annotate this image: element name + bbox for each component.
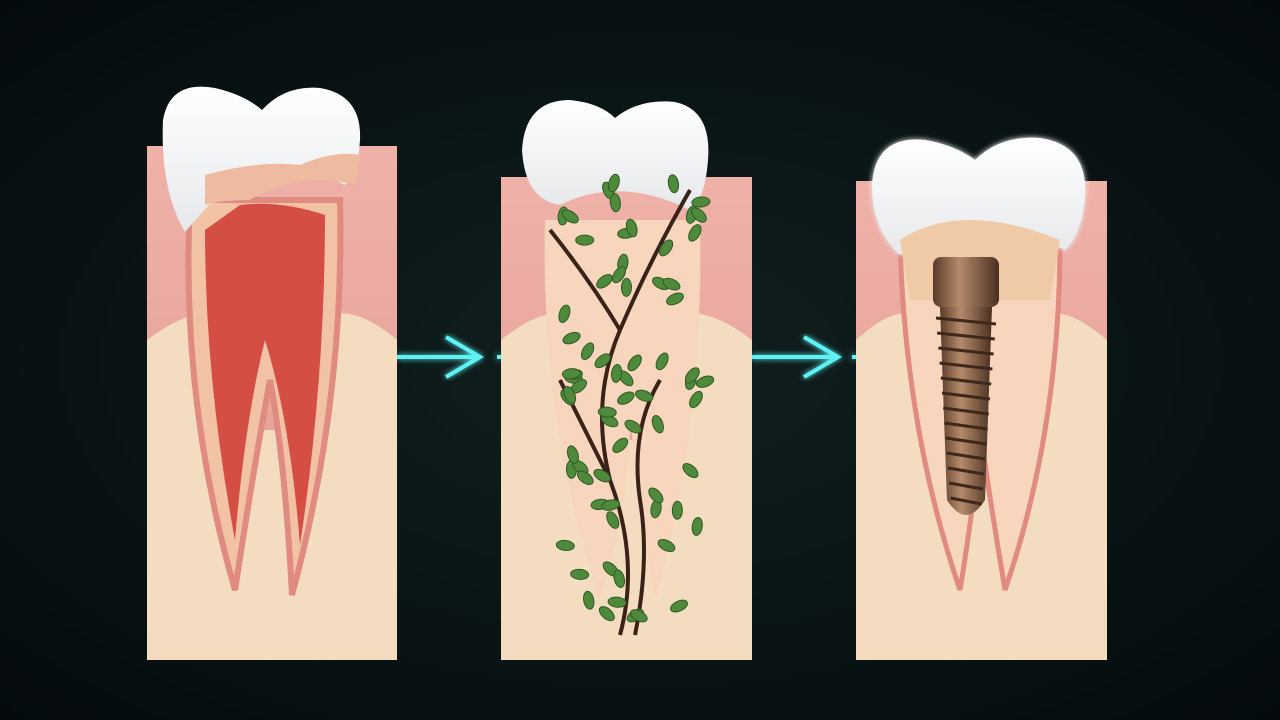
leaf bbox=[689, 390, 703, 409]
leaf bbox=[662, 277, 681, 291]
leaf bbox=[601, 499, 621, 511]
leaf bbox=[562, 331, 581, 345]
leaf bbox=[597, 406, 617, 418]
leaf bbox=[670, 599, 688, 613]
leaf bbox=[608, 173, 620, 193]
leaf bbox=[606, 511, 620, 529]
leaf bbox=[607, 596, 627, 608]
panel-infected-tooth bbox=[147, 86, 397, 660]
implant-thread bbox=[943, 406, 989, 416]
panel-regenerating-tooth bbox=[501, 100, 752, 660]
implant-thread bbox=[939, 361, 993, 371]
leaf bbox=[570, 568, 590, 580]
implant-thread bbox=[945, 436, 987, 446]
leaf bbox=[651, 415, 664, 434]
dental-implant-icon bbox=[933, 257, 999, 515]
panel-implant-tooth bbox=[856, 137, 1107, 660]
leaf bbox=[555, 539, 575, 552]
leaf bbox=[624, 419, 642, 434]
leaf bbox=[566, 445, 579, 464]
implant-thread bbox=[941, 391, 991, 401]
leaf bbox=[561, 368, 581, 380]
leaf bbox=[655, 352, 669, 371]
leaf bbox=[598, 606, 615, 622]
infected-pulp-icon bbox=[205, 203, 325, 545]
leaf bbox=[658, 239, 674, 257]
leaf bbox=[667, 174, 680, 194]
leaf bbox=[594, 353, 611, 369]
leaf bbox=[688, 224, 702, 242]
leaf bbox=[613, 569, 626, 588]
leaf bbox=[630, 609, 648, 623]
implant-thread bbox=[948, 481, 984, 491]
implant-thread bbox=[950, 496, 982, 506]
leaf bbox=[625, 218, 638, 238]
implant-thread bbox=[947, 466, 985, 476]
leaf bbox=[593, 468, 611, 483]
leaf bbox=[635, 389, 654, 402]
leaf bbox=[627, 354, 642, 372]
leaf bbox=[580, 342, 595, 360]
implant-thread bbox=[944, 421, 988, 431]
leaf bbox=[576, 470, 594, 486]
leaf bbox=[620, 277, 632, 297]
implant-thread bbox=[935, 316, 997, 326]
leaf bbox=[682, 463, 699, 479]
implant-thread bbox=[938, 346, 994, 356]
leaf bbox=[561, 209, 579, 224]
leaves-icon bbox=[555, 173, 715, 623]
leaf bbox=[684, 367, 700, 384]
leaf bbox=[671, 500, 683, 520]
leaf bbox=[583, 590, 595, 610]
leaf bbox=[558, 304, 571, 323]
leaf bbox=[563, 385, 577, 404]
leaf bbox=[596, 274, 613, 289]
tooth-crown bbox=[872, 137, 1086, 255]
arrow-1 bbox=[397, 335, 501, 379]
leaf bbox=[666, 292, 684, 306]
leaf bbox=[610, 363, 623, 383]
arrow-2 bbox=[752, 335, 856, 379]
leaf bbox=[691, 516, 703, 536]
leaf bbox=[691, 207, 707, 223]
leaf bbox=[648, 487, 664, 504]
leaf bbox=[617, 391, 635, 405]
leaf bbox=[695, 375, 715, 388]
implant-thread bbox=[946, 451, 986, 461]
implant-thread bbox=[937, 331, 995, 341]
leaf bbox=[691, 196, 711, 208]
implant-thread bbox=[940, 376, 992, 386]
leaf bbox=[609, 193, 621, 213]
leaf bbox=[612, 266, 627, 284]
leaf bbox=[575, 234, 595, 246]
tooth-crown bbox=[522, 100, 709, 210]
leaf bbox=[657, 539, 676, 553]
leaf bbox=[612, 437, 629, 453]
